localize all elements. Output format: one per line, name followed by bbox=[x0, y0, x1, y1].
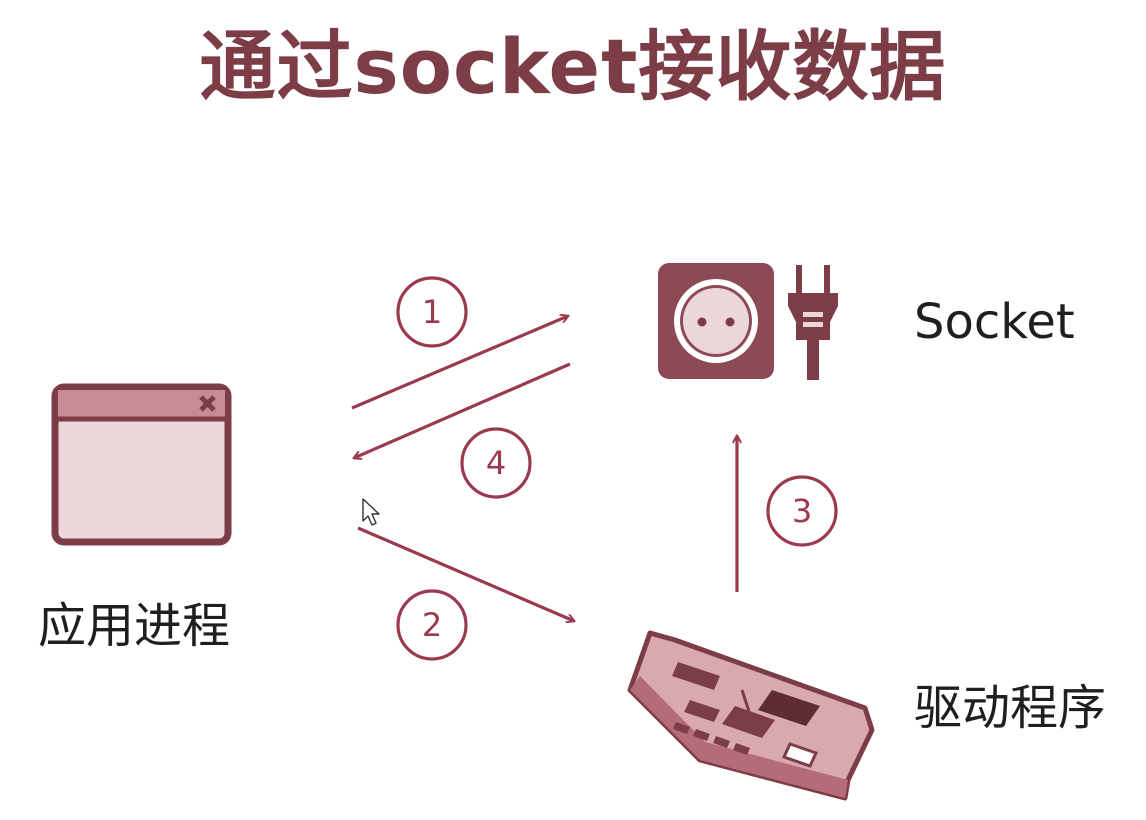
arrow-step-1 bbox=[351, 316, 568, 410]
step-4-badge: 4 bbox=[460, 427, 532, 499]
step-2-number: 2 bbox=[422, 606, 442, 644]
step-1-number: 1 bbox=[422, 293, 442, 331]
app-process-label: 应用进程 bbox=[38, 598, 231, 654]
step-1-badge: 1 bbox=[396, 276, 468, 348]
power-socket-icon bbox=[658, 263, 774, 379]
network-card-icon bbox=[627, 630, 875, 801]
close-icon bbox=[199, 395, 216, 412]
step-3-badge: 3 bbox=[766, 475, 838, 547]
driver-label: 驱动程序 bbox=[914, 680, 1107, 736]
application-window-icon bbox=[51, 383, 232, 546]
page-title: 通过socket接收数据 bbox=[199, 22, 947, 111]
step-4-number: 4 bbox=[486, 444, 506, 482]
socket-label: Socket bbox=[914, 294, 1075, 350]
cursor-icon bbox=[362, 498, 380, 526]
plug-icon bbox=[788, 265, 838, 380]
arrow-step-4 bbox=[354, 362, 571, 458]
step-2-badge: 2 bbox=[396, 589, 468, 661]
step-3-number: 3 bbox=[792, 492, 812, 530]
arrow-step-2 bbox=[357, 526, 574, 621]
